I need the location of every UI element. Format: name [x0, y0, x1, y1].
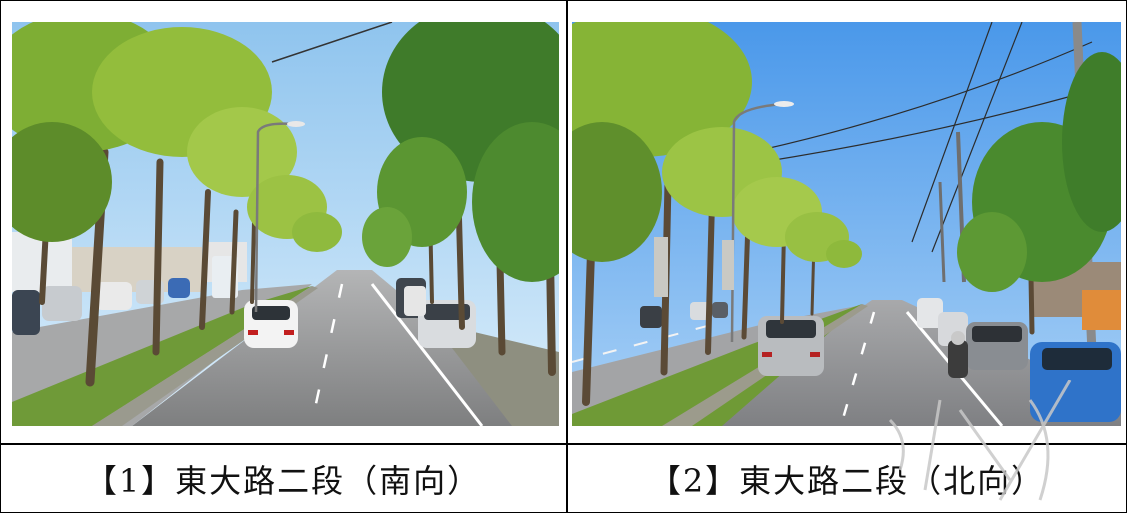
street-photo-northbound — [572, 22, 1121, 426]
table-divider-vertical — [566, 0, 568, 513]
caption-southbound: 【1】東大路二段（南向） — [84, 461, 482, 500]
street-photo-southbound — [12, 22, 559, 426]
caption-northbound: 【2】東大路二段（北向） — [648, 461, 1046, 500]
table-divider-horizontal — [0, 443, 1127, 445]
